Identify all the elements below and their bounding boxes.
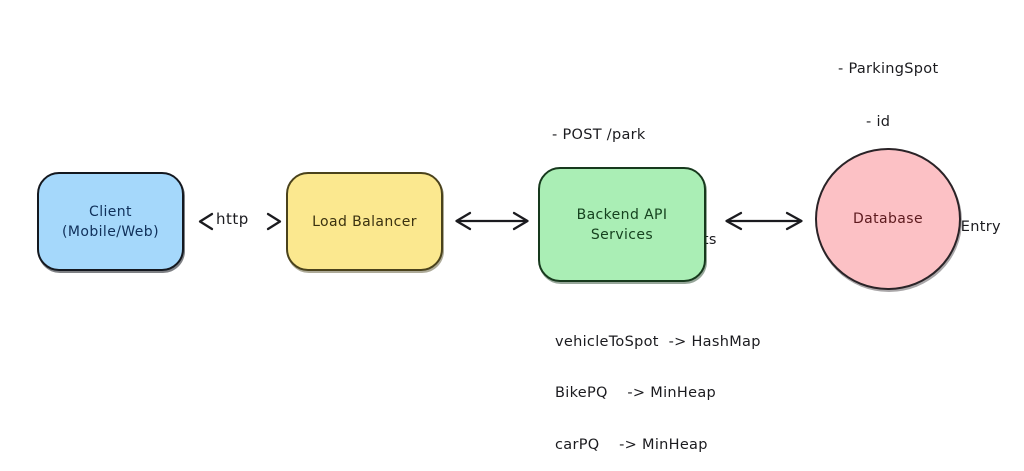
arrowhead-right-icon — [785, 211, 803, 231]
node-load-balancer-label: Load Balancer — [312, 213, 417, 230]
arrowhead-left-icon — [725, 211, 743, 231]
connector-backend-to-database — [724, 206, 804, 236]
node-backend-api-services[interactable]: Backend API Services — [538, 167, 706, 282]
entity-model-field-id: - id — [866, 113, 891, 130]
node-database[interactable]: Database — [815, 148, 961, 290]
data-structures-note: vehicleToSpot -> HashMap BikePQ -> MinHe… — [555, 299, 761, 471]
connector-load-balancer-to-backend — [454, 206, 530, 236]
data-structure-car-pq: carPQ -> MinHeap — [555, 437, 708, 454]
node-database-label: Database — [852, 211, 923, 227]
connector-http-label: http — [216, 210, 249, 228]
node-client[interactable]: Client (Mobile/Web) — [37, 172, 184, 271]
node-load-balancer[interactable]: Load Balancer — [286, 172, 443, 271]
node-backend-api-services-label: Backend API Services — [576, 206, 668, 243]
data-structure-vehicle-to-spot: vehicleToSpot -> HashMap — [555, 333, 761, 350]
entity-model-root: - ParkingSpot — [838, 61, 939, 77]
connector-client-to-load-balancer — [198, 205, 284, 239]
api-endpoint-post-park: - POST /park — [552, 127, 646, 143]
arrowhead-right-icon — [266, 212, 282, 231]
node-client-label: Client (Mobile/Web) — [62, 203, 159, 240]
arrowhead-right-icon — [512, 211, 529, 231]
arrowhead-left-icon — [455, 211, 472, 231]
data-structure-bike-pq: BikePQ -> MinHeap — [555, 385, 717, 402]
arrowhead-left-icon — [198, 212, 214, 231]
